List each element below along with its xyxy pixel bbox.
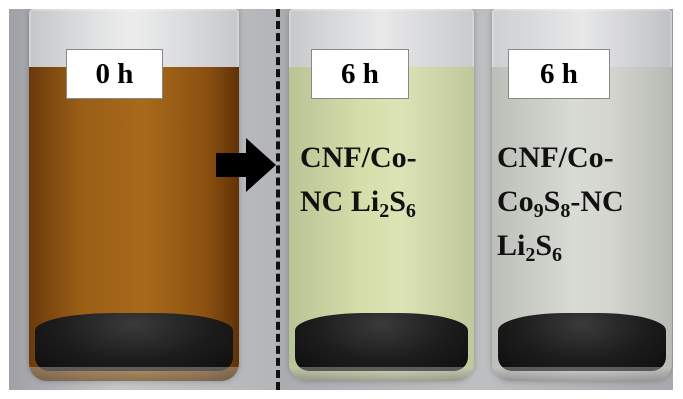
sample-name-line: Li2S6 [497, 224, 624, 268]
formula-text: S [543, 185, 561, 218]
subscript: 8 [560, 200, 571, 222]
formula-text: S [535, 229, 553, 262]
subscript: 6 [405, 200, 416, 222]
vial-initial [29, 9, 239, 381]
formula-text: -NC [570, 185, 624, 218]
time-label-cnf-co-co9s8-nc: 6 h [508, 49, 610, 99]
right-arrow-icon [216, 138, 276, 192]
vial-base [29, 367, 239, 381]
time-label-initial: 0 h [66, 49, 163, 99]
formula-text: Li [497, 229, 526, 262]
vial-base [289, 367, 474, 381]
vial-base [492, 367, 672, 381]
sample-name-line: CNF/Co- [300, 136, 417, 180]
sediment [35, 313, 233, 371]
subscript: 6 [552, 244, 563, 266]
dashed-divider [276, 9, 280, 390]
formula-text: CNF/Co- [300, 141, 417, 174]
vial-cnf-co-co9s8-nc [492, 9, 672, 381]
subscript: 2 [525, 244, 536, 266]
sample-name-line: Co9S8-NC [497, 180, 624, 224]
sample-name-cnf-co-nc: CNF/Co- NC Li2S6 [300, 136, 417, 224]
subscript: 2 [379, 200, 390, 222]
time-label-cnf-co-nc: 6 h [311, 49, 409, 99]
sample-name-line: NC Li2S6 [300, 180, 417, 224]
sediment [295, 313, 468, 371]
formula-text: CNF/Co- [497, 141, 614, 174]
subscript: 9 [533, 200, 544, 222]
formula-text: NC Li [300, 185, 380, 218]
sample-name-line: CNF/Co- [497, 136, 624, 180]
formula-text: Co [497, 185, 534, 218]
formula-text: S [389, 185, 406, 218]
sediment [498, 313, 666, 371]
